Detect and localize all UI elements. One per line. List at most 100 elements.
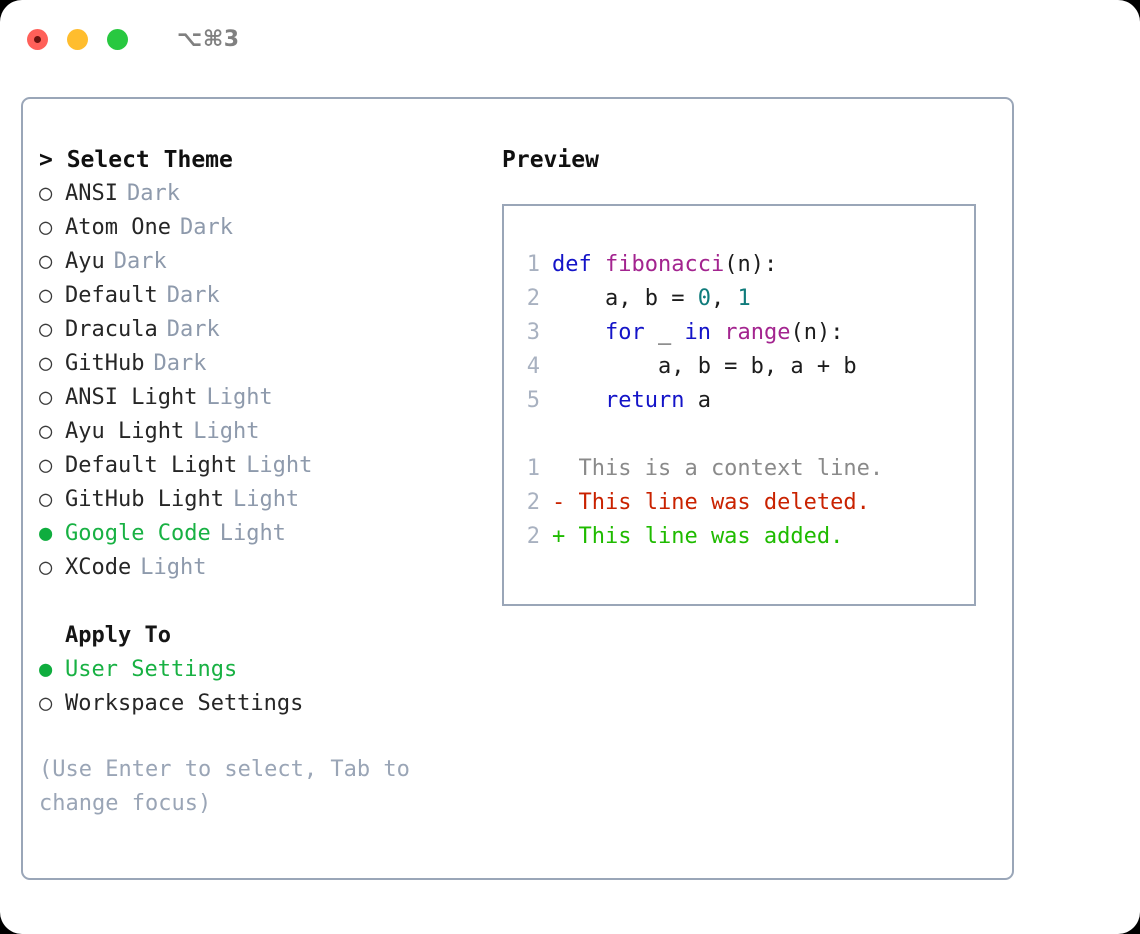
diff-line-del: 2- This line was deleted. (514, 486, 968, 520)
minimize-button-icon[interactable] (67, 28, 88, 50)
diff-line-add: 2 + This line was added. (514, 520, 968, 554)
theme-option-ayu-light[interactable]: ○ Ayu Light Light (39, 415, 479, 449)
radio-selected-icon[interactable]: ● (39, 521, 53, 546)
radio-empty-icon[interactable]: ○ (39, 419, 53, 444)
apply-to-option-label: User Settings (65, 657, 238, 682)
diff-line-text: This is a context line. (552, 456, 884, 481)
keyboard-hint-text: (Use Enter to select, Tab to change focu… (39, 757, 424, 816)
theme-option-atom-one[interactable]: ○ Atom One Dark (39, 211, 479, 245)
theme-option-label: Default Light (65, 453, 238, 478)
radio-empty-icon[interactable]: ○ (39, 283, 53, 308)
line-number: 1 (526, 456, 540, 481)
theme-option-tag: Light (219, 521, 286, 546)
line-number: 4 (526, 354, 540, 379)
diff-line-text: - This line was deleted. (552, 490, 870, 515)
code-token: (n): (790, 320, 844, 345)
radio-empty-icon[interactable]: ○ (39, 385, 53, 410)
code-token: range (724, 320, 791, 345)
list-spacer (39, 585, 479, 619)
radio-empty-icon[interactable]: ○ (39, 181, 53, 206)
code-token: fibonacci (604, 252, 725, 277)
theme-option-tag: Dark (179, 215, 233, 240)
theme-option-github[interactable]: ○ GitHub Dark (39, 347, 479, 381)
theme-option-label: Atom One (65, 215, 171, 240)
preview-title: Preview (502, 147, 599, 173)
theme-option-tag: Dark (126, 181, 180, 206)
line-number: 1 (526, 252, 540, 277)
theme-option-label: Ayu Light (65, 419, 185, 444)
code-line: 5 return a (514, 384, 968, 418)
theme-option-tag: Dark (166, 317, 220, 342)
select-theme-prompt: > Select Theme (39, 147, 233, 173)
theme-option-label: GitHub (65, 351, 145, 376)
code-token: def (552, 252, 605, 277)
line-number: 2 (526, 524, 540, 549)
radio-empty-icon[interactable]: ○ (39, 351, 53, 376)
theme-option-ayu[interactable]: ○ Ayu Dark (39, 245, 479, 279)
theme-option-tag: Dark (153, 351, 207, 376)
apply-to-option-workspace-settings[interactable]: ○ Workspace Settings (39, 687, 479, 721)
maximize-button-icon[interactable] (107, 28, 128, 50)
radio-empty-icon[interactable]: ○ (39, 215, 53, 240)
theme-option-github-light[interactable]: ○ GitHub Light Light (39, 483, 479, 517)
theme-option-ansi[interactable]: ○ ANSI Dark (39, 177, 479, 211)
apply-to-heading: Apply To (65, 623, 171, 648)
code-token: a (697, 388, 711, 413)
diff-line-ctx: 1 This is a context line. (514, 452, 968, 486)
code-token: 0 (697, 286, 711, 311)
code-line: 4 a, b = b, a + b (514, 350, 968, 384)
theme-option-tag: Light (206, 385, 273, 410)
theme-option-tag: Light (232, 487, 300, 512)
title-bar: ⌥⌘3 (0, 0, 1140, 78)
apply-to-list: ● User Settings ○ Workspace Settings (39, 653, 479, 721)
theme-option-google-code[interactable]: ● Google Code Light (39, 517, 479, 551)
theme-option-label: GitHub Light (65, 487, 224, 512)
apply-to-option-user-settings[interactable]: ● User Settings (39, 653, 479, 687)
code-line: 2 a, b = 0, 1 (514, 282, 968, 316)
radio-empty-icon[interactable]: ○ (39, 487, 53, 512)
theme-option-xcode[interactable]: ○ XCode Light (39, 551, 479, 585)
theme-option-tag: Light (140, 555, 207, 580)
code-token: for (552, 320, 658, 345)
radio-empty-icon[interactable]: ○ (39, 453, 53, 478)
line-number: 5 (526, 388, 540, 413)
code-token: return (552, 388, 698, 413)
radio-empty-icon[interactable]: ○ (39, 691, 53, 716)
radio-empty-icon[interactable]: ○ (39, 249, 53, 274)
theme-option-label: XCode (65, 555, 132, 580)
theme-option-tag: Dark (166, 283, 220, 308)
close-button-icon[interactable] (27, 28, 48, 50)
theme-option-tag: Light (193, 419, 260, 444)
theme-option-default[interactable]: ○ Default Dark (39, 279, 479, 313)
radio-empty-icon[interactable]: ○ (39, 317, 53, 342)
code-line: 3 for _ in range(n): (514, 316, 968, 350)
apply-to-option-label: Workspace Settings (65, 691, 304, 716)
diff-line-text: + This line was added. (552, 524, 844, 549)
line-number: 2 (526, 286, 540, 311)
code-token: , (710, 286, 738, 311)
theme-option-label: Ayu (65, 249, 105, 274)
code-token: _ (657, 320, 685, 345)
code-token: 1 (737, 286, 751, 311)
theme-option-label: ANSI (65, 181, 118, 206)
traffic-light-group (27, 28, 128, 50)
theme-option-label: Google Code (65, 521, 211, 546)
theme-option-ansi-light[interactable]: ○ ANSI Light Light (39, 381, 479, 415)
theme-option-tag: Dark (113, 249, 167, 274)
line-number: 3 (526, 320, 540, 345)
theme-option-label: ANSI Light (65, 385, 198, 410)
code-token: a, b = b, a + b (552, 354, 857, 379)
theme-option-label: Default (65, 283, 158, 308)
code-token: in (684, 320, 725, 345)
radio-selected-icon[interactable]: ● (39, 657, 53, 682)
radio-empty-icon[interactable]: ○ (39, 555, 53, 580)
